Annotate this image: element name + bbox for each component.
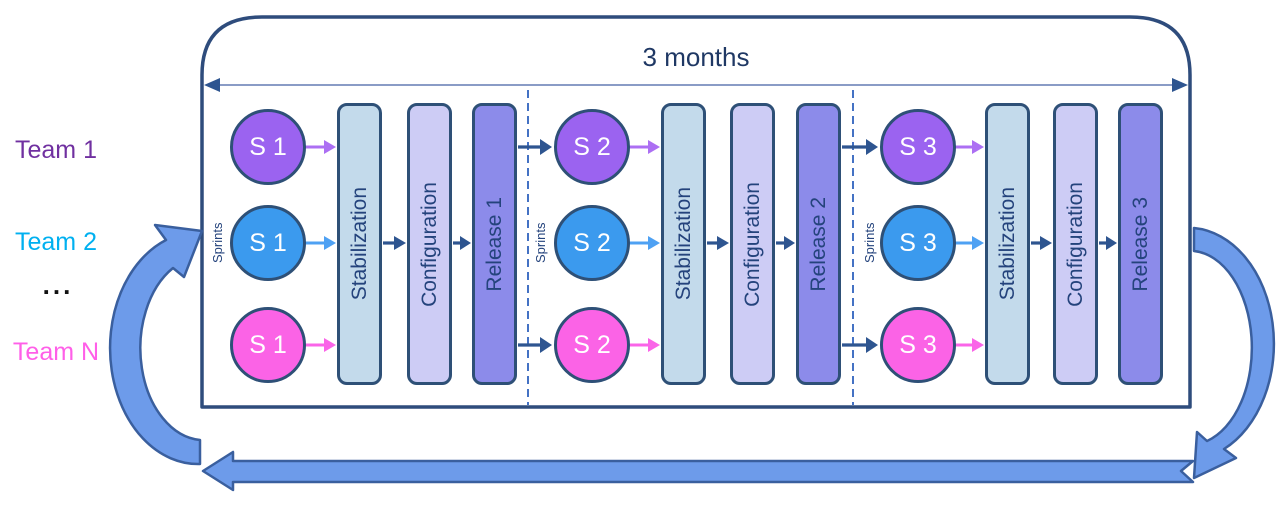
configuration-bar: Configuration <box>1053 103 1098 385</box>
flow-arrowhead-icon <box>394 236 406 250</box>
stabilization-bar: Stabilization <box>337 103 382 385</box>
flow-arrowhead-icon <box>972 338 984 352</box>
sprint-circle-teamN: S 1 <box>230 307 306 383</box>
flow-arrowhead-icon <box>540 337 552 353</box>
flow-arrowhead-icon <box>648 140 660 154</box>
release-bar-label: Release 3 <box>1128 196 1152 292</box>
sprint-circle-teamN: S 3 <box>880 307 956 383</box>
more-teams-ellipsis: ... <box>42 270 74 300</box>
flow-arrowhead-icon <box>648 338 660 352</box>
sprint-circle-team1: S 3 <box>880 109 956 185</box>
team-2-label: Team 2 <box>15 228 97 256</box>
flow-arrowhead-icon <box>866 337 878 353</box>
sprint-circle-team2: S 1 <box>230 205 306 281</box>
release-bar: Release 3 <box>1118 103 1163 385</box>
stabilization-bar-label: Stabilization <box>347 187 371 301</box>
cycle-duration-label: 3 months <box>642 42 750 72</box>
configuration-bar-label: Configuration <box>740 181 764 307</box>
release-bar-label: Release 2 <box>806 196 830 292</box>
team-1-label: Team 1 <box>15 136 97 164</box>
flow-arrowhead-icon <box>1106 236 1117 250</box>
configuration-bar-label: Configuration <box>417 181 441 307</box>
configuration-bar: Configuration <box>730 103 775 385</box>
sprint-circle-team2: S 3 <box>880 205 956 281</box>
flow-arrowhead-icon <box>972 236 984 250</box>
cycle-return-arrow <box>201 450 1195 492</box>
release-bar-label: Release 1 <box>482 196 506 292</box>
flow-arrowhead-icon <box>1040 236 1052 250</box>
stabilization-bar: Stabilization <box>985 103 1030 385</box>
flow-arrowhead-icon <box>866 139 878 155</box>
stabilization-bar-label: Stabilization <box>995 187 1019 301</box>
cycle-arrow-right <box>1192 226 1276 480</box>
cycle-arrow-left <box>108 223 204 466</box>
team-n-label: Team N <box>12 338 100 366</box>
timeline-right-arrowhead-icon <box>1172 78 1188 92</box>
flow-arrowhead-icon <box>460 236 471 250</box>
timeline-left-arrowhead-icon <box>204 78 220 92</box>
flow-arrowhead-icon <box>324 236 336 250</box>
sprint-circle-team1: S 1 <box>230 109 306 185</box>
configuration-bar-label: Configuration <box>1063 181 1087 307</box>
flow-arrowhead-icon <box>540 139 552 155</box>
stabilization-bar-label: Stabilization <box>671 187 695 301</box>
sprints-label: Sprints <box>862 222 877 264</box>
flow-arrowhead-icon <box>784 236 795 250</box>
outer-box <box>200 15 1192 409</box>
sprints-label: Sprints <box>210 222 225 264</box>
flow-arrowhead-icon <box>717 236 729 250</box>
flow-arrowhead-icon <box>648 236 660 250</box>
sprint-circle-teamN: S 2 <box>554 307 630 383</box>
flow-arrowhead-icon <box>972 140 984 154</box>
sprint-circle-team1: S 2 <box>554 109 630 185</box>
flow-arrowhead-icon <box>324 338 336 352</box>
release-bar: Release 2 <box>796 103 841 385</box>
stabilization-bar: Stabilization <box>661 103 706 385</box>
release-bar: Release 1 <box>472 103 517 385</box>
sprint-circle-team2: S 2 <box>554 205 630 281</box>
flow-arrowhead-icon <box>324 140 336 154</box>
configuration-bar: Configuration <box>407 103 452 385</box>
sprints-label: Sprints <box>533 222 548 264</box>
